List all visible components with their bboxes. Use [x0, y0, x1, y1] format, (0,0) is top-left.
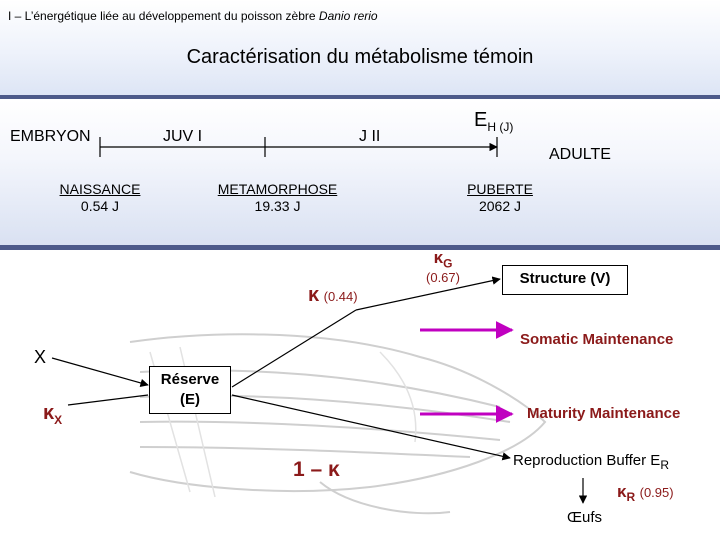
slide-subtitle: I – L’énergétique liée au développement … — [8, 9, 378, 23]
somatic-maintenance-label: Somatic Maintenance — [520, 331, 674, 348]
event-value: 19.33 J — [254, 198, 301, 214]
stage-adulte: ADULTE — [549, 146, 611, 163]
reserve-box: Réserve (E) — [149, 366, 231, 414]
timeline-band-divider — [0, 245, 720, 250]
subtitle-text: I – L’énergétique liée au développement … — [8, 9, 319, 23]
line-kx — [67, 394, 149, 406]
kappa-symbol: κ — [308, 284, 320, 306]
eh-subscript: H (J) — [487, 120, 514, 134]
eh-main: E — [474, 109, 488, 131]
structure-box: Structure (V) — [502, 265, 628, 295]
arrow-to-structure — [355, 276, 501, 311]
kx-main: κ — [43, 402, 55, 424]
kr-value: (0.95) — [639, 485, 674, 500]
event-value: 0.54 J — [80, 198, 120, 214]
event-naissance: NAISSANCE 0.54 J — [40, 181, 160, 215]
repro-subscript: R — [660, 458, 669, 472]
kappa-label: κ (0.44) — [308, 284, 358, 307]
event-value: 2062 J — [478, 198, 522, 214]
reproduction-buffer-label: Reproduction Buffer ER — [513, 452, 669, 472]
kr-subscript: R — [626, 490, 636, 505]
arrow-x-to-reserve — [51, 357, 149, 387]
kg-main: κ — [433, 248, 444, 267]
x-label: X — [34, 347, 47, 367]
one-minus-kappa-label: 1 – κ — [293, 458, 340, 481]
stage-j2: J II — [359, 128, 381, 145]
kx-label: κX — [43, 402, 62, 427]
kg-value: (0.67) — [426, 270, 460, 286]
event-metamorphose: METAMORPHOSE 19.33 J — [200, 181, 355, 215]
oeufs-label: Œufs — [567, 509, 603, 526]
event-name: METAMORPHOSE — [217, 181, 338, 197]
reserve-label: Réserve — [160, 371, 220, 388]
timeline-band — [0, 100, 720, 245]
slide-title: Caractérisation du métabolisme témoin — [186, 46, 534, 68]
kr-main: κ — [617, 482, 627, 501]
kg-subscript: G — [443, 256, 453, 271]
kg-label: κG (0.67) — [418, 248, 468, 285]
reserve-symbol: (E) — [180, 391, 200, 408]
arrow-one-minus-kappa — [231, 394, 511, 461]
header-divider — [0, 95, 720, 99]
event-puberte: PUBERTE 2062 J — [440, 181, 560, 215]
event-name: PUBERTE — [467, 181, 533, 197]
kx-subscript: X — [54, 413, 63, 427]
subtitle-species: Danio rerio — [318, 9, 378, 23]
event-name: NAISSANCE — [59, 181, 141, 197]
kappa-value: (0.44) — [323, 289, 358, 304]
line-kappa-branch — [231, 309, 357, 388]
stage-embryon: EMBRYON — [10, 128, 91, 145]
repro-main: Reproduction Buffer E — [513, 452, 661, 469]
eh-label: EH (J) — [474, 109, 513, 134]
stage-juv1: JUV I — [163, 128, 203, 145]
kr-label: κR (0.95) — [617, 482, 674, 504]
maturity-maintenance-label: Maturity Maintenance — [527, 405, 681, 422]
header-background — [0, 0, 720, 95]
